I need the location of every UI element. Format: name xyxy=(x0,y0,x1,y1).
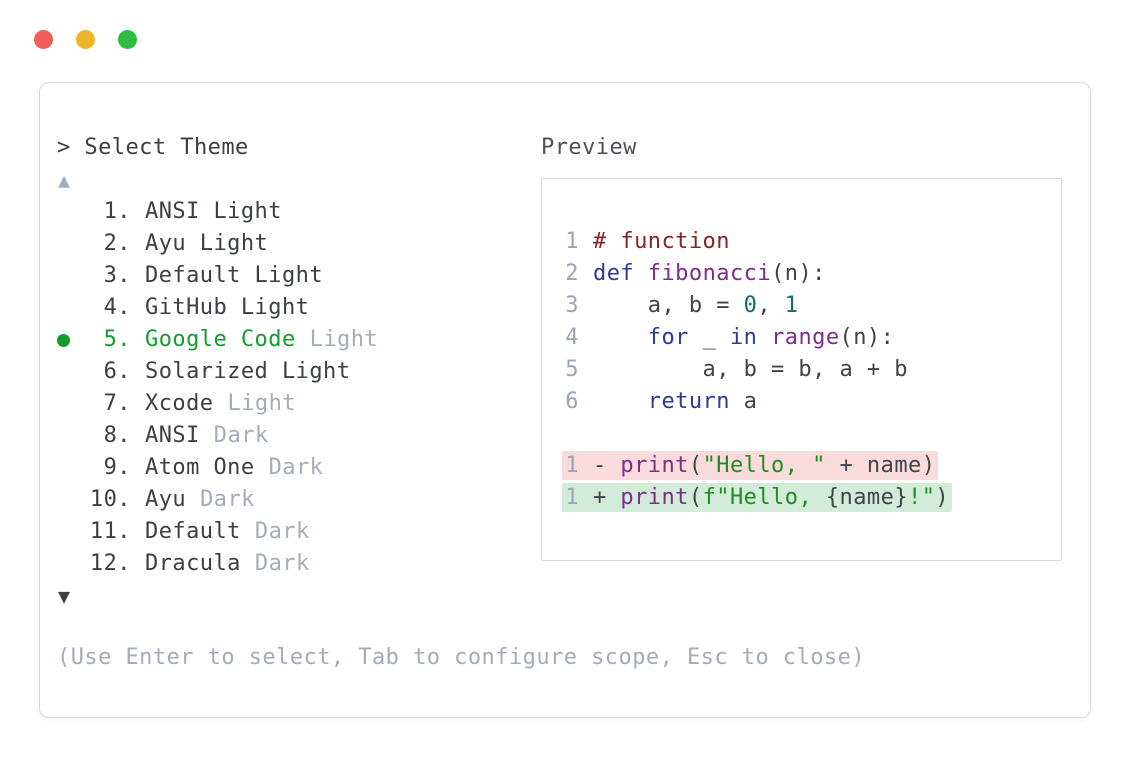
theme-variant-tag: Dark xyxy=(200,487,255,512)
close-button[interactable] xyxy=(34,30,53,49)
theme-name: Xcode xyxy=(145,391,214,416)
theme-name: Ayu xyxy=(145,487,187,512)
theme-number: 7. xyxy=(103,391,131,416)
theme-name: ANSI Light xyxy=(145,199,282,224)
theme-list: 1. ANSI Light 2. Ayu Light 3. Default Light 4.… xyxy=(57,196,541,580)
theme-name: Solarized Light xyxy=(145,359,351,384)
maximize-button[interactable] xyxy=(118,30,137,49)
theme-name: Default Light xyxy=(145,263,324,288)
theme-number: 3. xyxy=(103,263,131,288)
traffic-lights xyxy=(34,30,137,49)
theme-list-item[interactable]: 2. Ayu Light xyxy=(57,228,541,260)
theme-variant-tag: Light xyxy=(227,391,296,416)
theme-number: 4. xyxy=(103,295,131,320)
theme-number: 6. xyxy=(103,359,131,384)
line-number: 1 xyxy=(565,453,579,478)
theme-picker-window: > Select Theme ▲ 1. ANSI Light 2. Ayu Light… xyxy=(39,82,1091,718)
theme-list-item[interactable]: 6. Solarized Light xyxy=(57,356,541,388)
theme-name: Dracula xyxy=(145,551,241,576)
line-number: 3 xyxy=(565,293,579,318)
code-line: 3 a, b = 0, 1 xyxy=(565,290,1045,322)
select-theme-prompt: > Select Theme xyxy=(57,135,249,160)
theme-number: 5. xyxy=(103,327,131,352)
theme-name: ANSI xyxy=(145,423,200,448)
diff-removed-line: 1- print("Hello, " + name) xyxy=(562,450,1045,482)
line-number: 5 xyxy=(565,357,579,382)
theme-name: Ayu Light xyxy=(145,231,269,256)
theme-list-item[interactable]: 3. Default Light xyxy=(57,260,541,292)
scroll-down-icon[interactable]: ▼ xyxy=(58,584,71,608)
line-number: 2 xyxy=(565,261,579,286)
code-line: 1# function xyxy=(565,226,1045,258)
theme-list-item[interactable]: 12. Dracula Dark xyxy=(57,548,541,580)
diff-added-line: 1+ print(f"Hello, {name}!") xyxy=(562,482,1045,514)
theme-number: 2. xyxy=(103,231,131,256)
theme-variant-tag: Dark xyxy=(213,423,269,448)
theme-number: 10. xyxy=(89,487,131,512)
theme-number: 9. xyxy=(103,455,131,480)
theme-variant-tag: Dark xyxy=(268,455,324,480)
minimize-button[interactable] xyxy=(76,30,95,49)
selected-bullet-icon xyxy=(57,333,77,347)
theme-list-item[interactable]: 5. Google Code Light xyxy=(57,324,541,356)
theme-list-item[interactable]: 1. ANSI Light xyxy=(57,196,541,228)
theme-list-item[interactable]: 9. Atom One Dark xyxy=(57,452,541,484)
line-number: 6 xyxy=(565,389,579,414)
code-line: 5 a, b = b, a + b xyxy=(565,354,1045,386)
line-number: 1 xyxy=(565,229,579,254)
theme-name: Atom One xyxy=(145,455,255,480)
theme-name: GitHub Light xyxy=(145,295,310,320)
keyboard-hint: (Use Enter to select, Tab to configure s… xyxy=(57,645,866,670)
theme-list-item[interactable]: 11. Default Dark xyxy=(57,516,541,548)
bullet-icon xyxy=(57,333,70,347)
theme-number: 12. xyxy=(89,551,131,576)
theme-name: Google Code xyxy=(145,327,296,352)
theme-number: 8. xyxy=(103,423,131,448)
theme-name: Default xyxy=(145,519,241,544)
line-number: 1 xyxy=(565,485,579,510)
theme-variant-tag: Dark xyxy=(254,519,310,544)
blank-line xyxy=(565,418,1045,450)
theme-list-item[interactable]: 8. ANSI Dark xyxy=(57,420,541,452)
line-number: 4 xyxy=(565,325,579,350)
theme-number: 11. xyxy=(89,519,131,544)
code-line: 4 for _ in range(n): xyxy=(565,322,1045,354)
theme-list-item[interactable]: 4. GitHub Light xyxy=(57,292,541,324)
theme-number: 1. xyxy=(103,199,131,224)
theme-list-item[interactable]: 7. Xcode Light xyxy=(57,388,541,420)
code-line: 6 return a xyxy=(565,386,1045,418)
scroll-up-icon[interactable]: ▲ xyxy=(58,168,71,192)
theme-list-panel: > Select Theme ▲ 1. ANSI Light 2. Ayu Light… xyxy=(57,132,541,612)
preview-label: Preview xyxy=(541,135,637,160)
theme-list-item[interactable]: 10. Ayu Dark xyxy=(57,484,541,516)
theme-variant-tag: Dark xyxy=(254,551,310,576)
theme-variant-tag: Light xyxy=(309,327,379,352)
